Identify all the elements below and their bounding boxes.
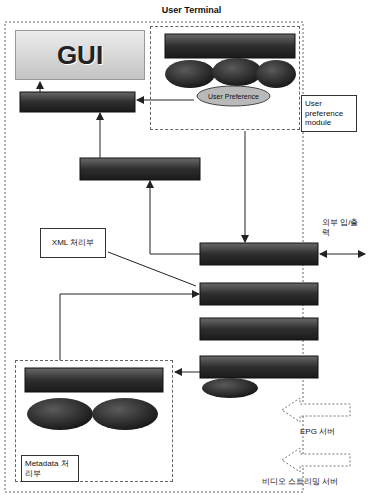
flow-arrow	[60, 294, 199, 360]
store-ellipse	[92, 398, 158, 430]
module-block	[200, 243, 318, 265]
module-block	[80, 158, 200, 180]
store-ellipse	[27, 398, 93, 430]
annotation-label: 비디오 스트리밍 서버	[262, 477, 338, 487]
gui-box: GUI	[15, 30, 145, 80]
module-block	[165, 34, 295, 58]
flow-arrow	[137, 100, 194, 101]
module-region: User preference moduleUser Preference	[150, 26, 300, 130]
module-block	[25, 368, 163, 392]
input-arrow	[282, 448, 350, 472]
diagram-title: User Terminal	[0, 5, 383, 15]
module-block	[200, 356, 318, 378]
io-arrow	[320, 254, 365, 255]
flow-arrow	[40, 82, 41, 92]
region-label: User preference module	[301, 95, 357, 132]
module-region: Metadata 처리부	[15, 360, 173, 482]
annotation-label: 외부 입/출력	[322, 218, 366, 238]
flow-arrow	[100, 113, 101, 158]
flow-arrow	[150, 181, 200, 254]
module-block	[200, 283, 318, 305]
region-label: Metadata 처리부	[21, 455, 79, 482]
store-ellipse	[165, 60, 215, 88]
module-block	[200, 318, 318, 340]
ellipse-shape	[197, 86, 270, 106]
leader-line	[108, 252, 196, 286]
annotation-label: EPG 서버	[300, 427, 335, 437]
input-arrow	[282, 398, 350, 422]
node-text: GUI	[57, 40, 103, 71]
store-ellipse	[256, 60, 296, 88]
node-text: User Preference	[208, 93, 259, 100]
node-text: XML 처리부	[52, 238, 94, 248]
store-ellipse	[202, 378, 258, 398]
data-ellipse: User Preference	[196, 85, 271, 107]
flow-arrow	[245, 131, 246, 242]
label-box: XML 처리부	[40, 228, 106, 258]
store-ellipse	[212, 58, 262, 86]
flow-arrow	[175, 372, 200, 373]
module-block	[20, 92, 135, 112]
